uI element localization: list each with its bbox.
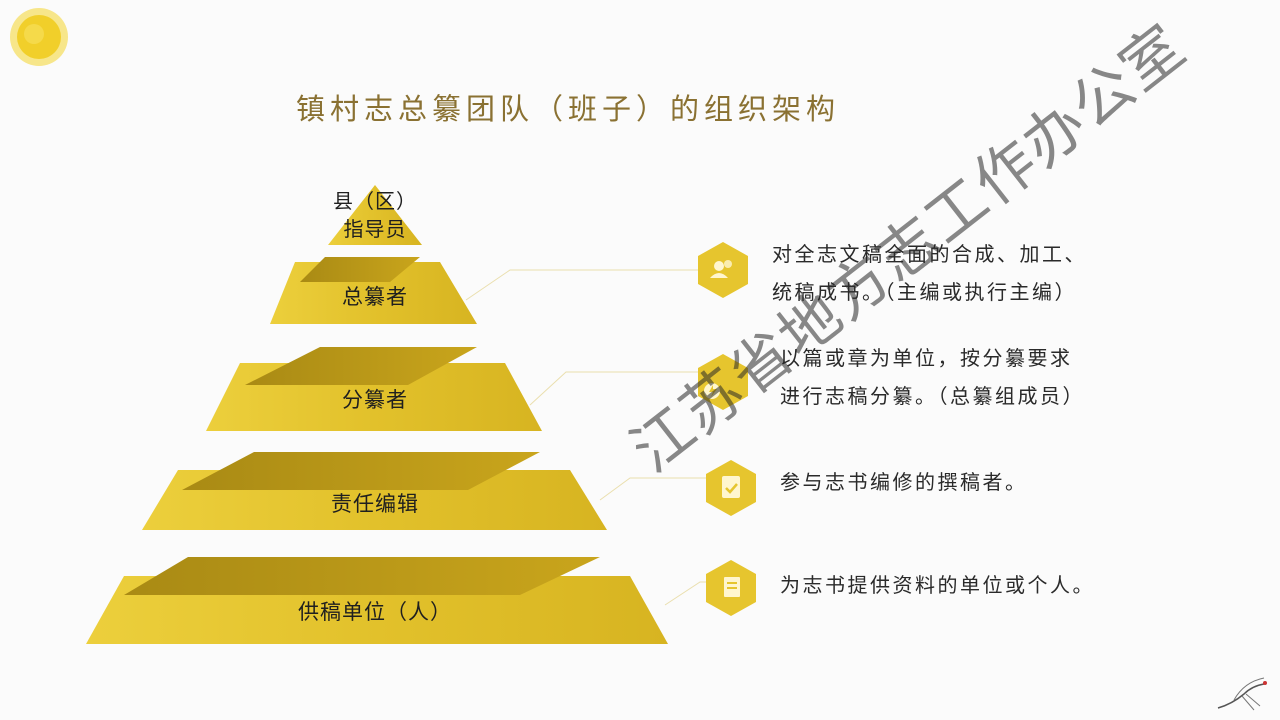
tier-4-label: 责任编辑 xyxy=(331,492,419,516)
lightning-icon xyxy=(698,354,748,410)
tier-2-label: 总纂者 xyxy=(342,285,408,309)
crane-icon xyxy=(1217,677,1267,711)
document-icon xyxy=(706,560,756,616)
tier-1-label-line2: 指导员 xyxy=(343,217,407,241)
tier-3-description-line1: 以篇或章为单位，按分纂要求 xyxy=(780,346,1073,370)
pyramid-tier-3-shade xyxy=(245,347,477,385)
tier-3-description: 以篇或章为单位，按分纂要求 进行志稿分纂。（总纂组成员） xyxy=(780,339,1085,415)
page-title: 镇村志总纂团队（班子）的组织架构 xyxy=(296,92,841,126)
pyramid-tier-2-shade xyxy=(300,257,420,282)
tier-3-label: 分纂者 xyxy=(342,388,408,412)
sun-logo-icon xyxy=(10,8,68,66)
tier-1-label-line1: 县（区） xyxy=(333,189,417,213)
pyramid-tier-1 xyxy=(328,185,422,245)
tier-5-description: 为志书提供资料的单位或个人。 xyxy=(780,573,1095,597)
connector-lines xyxy=(465,269,706,606)
pyramid-tier-4-shade xyxy=(182,452,540,490)
pyramid-tier-5-shade xyxy=(124,557,600,595)
tier-5-label: 供稿单位（人） xyxy=(298,600,452,624)
clipboard-check-icon xyxy=(706,460,756,516)
tier-2-description-line2: 统稿成书。（主编或执行主编） xyxy=(772,280,1077,304)
tier-1-label: 县（区） 指导员 xyxy=(310,187,440,243)
tier-2-description: 对全志文稿全面的合成、加工、 统稿成书。（主编或执行主编） xyxy=(772,235,1087,311)
tier-2-description-line1: 对全志文稿全面的合成、加工、 xyxy=(772,242,1087,266)
tier-3-description-line2: 进行志稿分纂。（总纂组成员） xyxy=(780,384,1085,408)
tier-4-description: 参与志书编修的撰稿者。 xyxy=(780,470,1028,494)
people-icon xyxy=(698,242,748,298)
